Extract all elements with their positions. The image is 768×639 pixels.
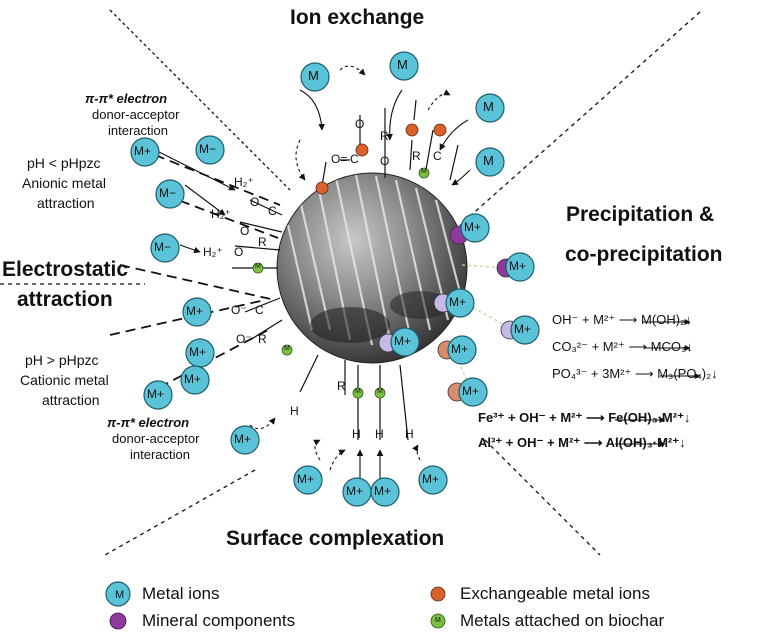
- legend-metal-ion-symbol: [105, 581, 131, 607]
- legend-metal-ions: Metal ions: [142, 584, 220, 603]
- chem-o-left-3: O: [234, 245, 244, 259]
- metal-ion-circles: [130, 51, 540, 507]
- pi-top-line-1: π-π* electron: [85, 91, 168, 106]
- chem-o-minus-1: O⁻: [231, 303, 247, 317]
- ion-label-bottom-2: M+: [297, 472, 315, 486]
- title-precipitation-2: co-precipitation: [565, 243, 723, 266]
- cationic-line-2: Cationic metal: [20, 372, 109, 388]
- legend-mineral-symbol: [109, 612, 127, 630]
- chem-o-top-1: O: [355, 117, 365, 131]
- attached-label-5: M: [377, 388, 383, 395]
- title-surface-complexation: Surface complexation: [226, 527, 445, 550]
- ion-label-bottom-4: M+: [374, 484, 392, 498]
- legend-exchangeable-metal-ions: Exchangeable metal ions: [460, 584, 650, 603]
- ion-label-right-3: M+: [449, 295, 467, 309]
- chem-h2-3: H₂⁺: [203, 245, 223, 259]
- legend-metal-ion-letter: M: [115, 589, 125, 601]
- equation-1: OH⁻ + M²⁺ ⟶ M(OH)₂↓: [552, 312, 692, 327]
- pi-bottom-line-3: interaction: [130, 447, 190, 462]
- biochar-particle: [276, 172, 468, 364]
- ion-label-left-3: M−: [159, 186, 177, 200]
- exchangeable-dots: [315, 123, 447, 195]
- ion-label-left-2: M−: [199, 142, 217, 156]
- legend-attached-letter: M: [435, 617, 441, 624]
- anionic-line-1: pH < pHpzc: [27, 155, 101, 171]
- legend-attached-symbol: [430, 613, 446, 629]
- chem-r-left-1: R: [258, 235, 267, 249]
- ion-label-right-5: M+: [394, 334, 412, 348]
- pi-bottom-line-1: π-π* electron: [107, 415, 190, 430]
- chem-o-top-2: O: [380, 154, 390, 168]
- equation-3: PO₄³⁻ + 3M²⁺ ⟶ M₃(PO₄)₂↓: [552, 366, 718, 381]
- ion-label-bottom-1: M+: [234, 432, 252, 446]
- ion-label-left-5: M+: [186, 304, 204, 318]
- chem-h-bottom-4: H: [405, 427, 414, 441]
- divider-top-left: [109, 9, 291, 191]
- chem-o-left-1: O: [250, 195, 260, 209]
- title-ion-exchange: Ion exchange: [290, 6, 425, 29]
- attached-label-2: M: [255, 263, 261, 270]
- ion-label-bottom-5: M+: [422, 472, 440, 486]
- ion-label-top-4: M: [483, 153, 494, 168]
- chem-o-double: O=: [331, 152, 348, 166]
- anionic-line-2: Anionic metal: [22, 175, 107, 191]
- chem-h2-1: H₂⁺: [234, 175, 254, 189]
- chem-h-bottom-3: H: [375, 427, 384, 441]
- ion-label-right-1: M+: [464, 220, 482, 234]
- equation-2: CO₃²⁻ + M²⁺ ⟶ MCO₃↓: [552, 339, 693, 354]
- title-precipitation-1: Precipitation &: [566, 203, 715, 226]
- chem-h-bottom-2: H: [352, 427, 361, 441]
- title-electrostatic-1: Electrostatic: [2, 258, 129, 281]
- divider-top-right: [459, 11, 701, 226]
- chem-c-left-1: C: [268, 204, 277, 218]
- chem-h2-2: H₂⁺: [211, 207, 231, 221]
- attached-label-1: M: [421, 168, 427, 175]
- chem-h-bottom-1: H: [290, 404, 299, 418]
- legend-metals-attached: Metals attached on biochar: [460, 611, 665, 630]
- ion-label-bottom-3: M+: [346, 484, 364, 498]
- ion-label-left-1: M+: [134, 144, 152, 158]
- chem-r-top-1: R: [380, 129, 389, 143]
- chem-c-top-1: C: [350, 152, 359, 166]
- equation-4: Fe³⁺ + OH⁻ + M²⁺ ⟶ Fe(OH)₃·M²⁺↓: [478, 410, 691, 425]
- chem-c-left-2: C: [255, 303, 264, 317]
- ion-label-top-2: M: [397, 57, 408, 72]
- cationic-line-1: pH > pHpzc: [25, 352, 99, 368]
- equation-5: Al³⁺ + OH⁻ + M²⁺ ⟶ Al(OH)₃·M²⁺↓: [478, 435, 686, 450]
- ion-label-left-6: M+: [189, 345, 207, 359]
- ion-label-right-6: M+: [451, 342, 469, 356]
- chem-c-top-2: C: [433, 149, 442, 163]
- legend-mineral-components: Mineral components: [142, 611, 296, 630]
- title-electrostatic-2: attraction: [17, 288, 113, 311]
- ion-label-left-4: M−: [154, 240, 172, 254]
- ion-label-top-3: M: [483, 99, 494, 114]
- ion-label-left-8: M+: [147, 387, 165, 401]
- attached-label-4: M: [355, 388, 361, 395]
- chem-r-top-2: R: [412, 149, 421, 163]
- cationic-line-3: attraction: [42, 392, 100, 408]
- chem-r-bottom-1: R: [337, 379, 346, 393]
- chem-o-minus-2: O⁻: [236, 332, 252, 346]
- chem-o-left-2: O: [240, 224, 250, 238]
- anionic-line-3: attraction: [37, 195, 95, 211]
- chem-r-left-2: R: [258, 332, 267, 346]
- legend-exchangeable-symbol: [430, 586, 446, 602]
- ion-label-right-7: M+: [462, 384, 480, 398]
- ion-label-left-7: M+: [184, 372, 202, 386]
- divider-bottom-right: [484, 439, 601, 556]
- ion-label-right-4: M+: [514, 322, 532, 336]
- ion-label-right-2: M+: [509, 259, 527, 273]
- ion-label-top-1: M: [308, 68, 319, 83]
- pi-top-line-2: donor-acceptor: [92, 107, 180, 122]
- attached-label-3: M: [284, 345, 290, 352]
- pi-bottom-line-2: donor-acceptor: [112, 431, 200, 446]
- pi-top-line-3: interaction: [108, 123, 168, 138]
- attached-dots: [252, 167, 430, 399]
